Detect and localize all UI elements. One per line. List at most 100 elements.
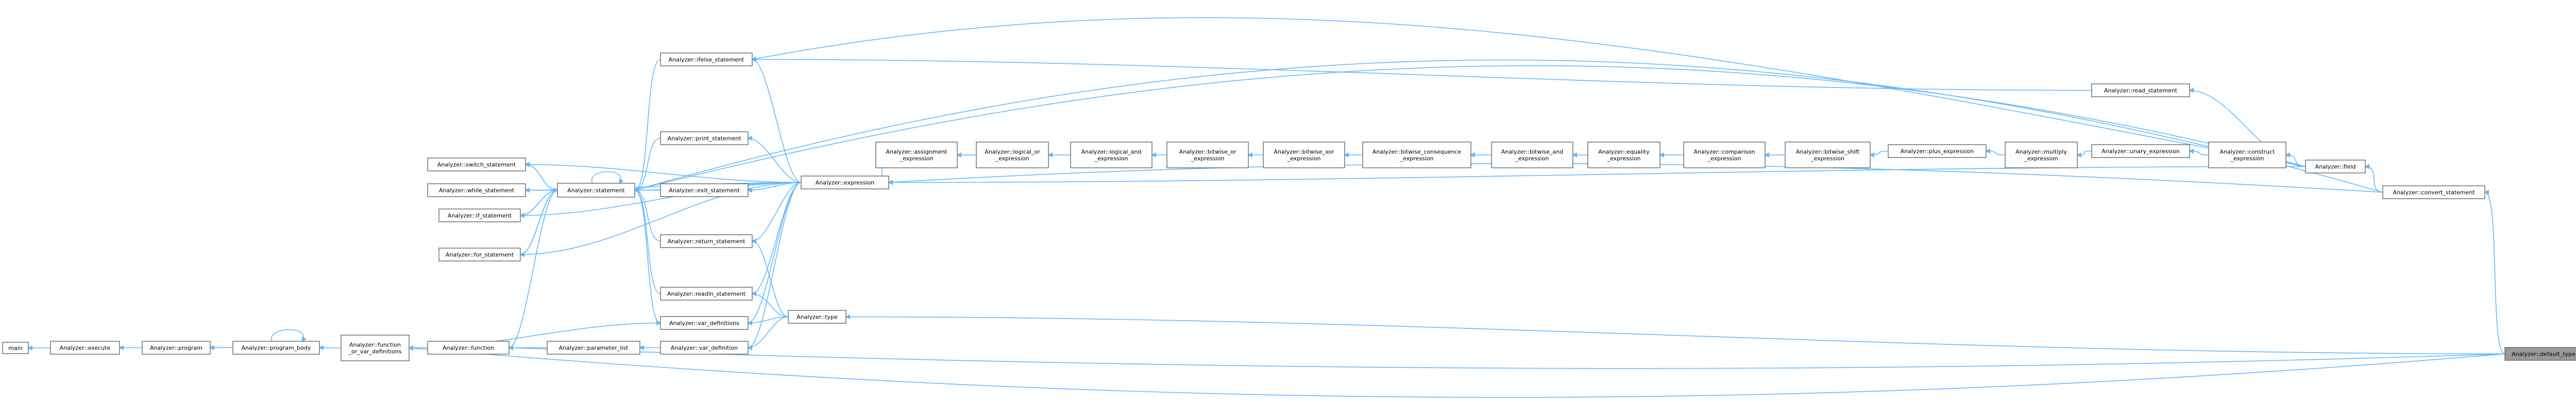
edge-readln_statement-to-statement <box>635 190 661 294</box>
node-function[interactable]: Analyzer::function <box>427 341 510 355</box>
node-label: Analyzer::convert_statement <box>2393 189 2475 196</box>
node-label: Analyzer::parameter_list <box>559 345 629 352</box>
edge-statement-to-for_statement <box>520 189 558 255</box>
node-bitwise-xor-expression[interactable]: Analyzer::bitwise_xor_expression <box>1263 142 1345 168</box>
edge-default_type-to-function_or_var_definitions <box>409 348 2505 398</box>
node-parameter-list[interactable]: Analyzer::parameter_list <box>547 341 640 355</box>
edge-statement-to-var_definitions <box>634 189 660 323</box>
node-function-or-var-definitions[interactable]: Analyzer::function_or_var_definitions <box>341 335 410 361</box>
node-label: Analyzer::bitwise_consequence <box>1372 149 1461 155</box>
node-for-statement[interactable]: Analyzer::for_statement <box>438 248 521 261</box>
node-expression[interactable]: Analyzer::expression <box>801 176 889 189</box>
edge-print_statement-to-statement <box>635 137 661 190</box>
node-label: Analyzer::bitwise_shift <box>1796 149 1860 155</box>
edge-read_statement-to-ifelse_statement <box>752 60 2092 91</box>
edge-type-to-return_statement <box>752 241 789 318</box>
node-label: Analyzer::for_statement <box>446 252 514 258</box>
node-label: Analyzer::logical_and <box>1081 149 1142 155</box>
node-box <box>547 341 640 355</box>
node-field[interactable]: Analyzer::field <box>2305 160 2366 173</box>
node-equality-expression[interactable]: Analyzer::equality_expression <box>1587 142 1660 168</box>
node-box <box>660 341 749 355</box>
node-label: _expression <box>1400 155 1434 162</box>
node-ifelse-statement[interactable]: Analyzer::ifelse_statement <box>660 53 753 66</box>
node-box <box>427 183 526 197</box>
node-type[interactable]: Analyzer::type <box>788 310 846 324</box>
node-label: _expression <box>1191 155 1225 162</box>
node-return-statement[interactable]: Analyzer::return_statement <box>660 234 753 248</box>
node-logical-and-expression[interactable]: Analyzer::logical_and_expression <box>1070 142 1153 168</box>
node-box <box>2382 185 2485 199</box>
node-statement[interactable]: Analyzer::statement <box>557 183 635 198</box>
node-label: Analyzer::while_statement <box>439 187 515 194</box>
node-logical-or-expression[interactable]: Analyzer::logical_or_expression <box>976 142 1049 168</box>
node-bitwise-consequence-expression[interactable]: Analyzer::bitwise_consequence_expression <box>1362 142 1471 168</box>
node-label: _expression <box>1094 155 1128 162</box>
node-default-type[interactable]: Analyzer::default_type <box>2504 347 2576 361</box>
node-multiply-expression[interactable]: Analyzer::multiply_expression <box>2005 142 2078 168</box>
node-label: Analyzer::exit_statement <box>669 187 740 194</box>
node-if-statement[interactable]: Analyzer::if_statement <box>438 208 521 222</box>
node-box <box>1070 142 1153 168</box>
node-label: Analyzer::read_statement <box>2104 88 2178 94</box>
node-plus-expression[interactable]: Analyzer::plus_expression <box>1888 144 1987 158</box>
node-box <box>1263 142 1345 168</box>
node-while-statement[interactable]: Analyzer::while_statement <box>427 183 526 197</box>
node-unary-expression[interactable]: Analyzer::unary_expression <box>2091 144 2190 158</box>
node-box <box>660 234 753 248</box>
node-box <box>438 208 521 222</box>
node-label: Analyzer::program_body <box>242 345 311 352</box>
node-label: Analyzer::bitwise_or <box>1179 149 1236 155</box>
edge-default_type-to-type <box>846 317 2505 355</box>
edge-expression-to-var_definitions <box>748 182 802 323</box>
node-box <box>2 342 29 354</box>
node-bitwise-or-expression[interactable]: Analyzer::bitwise_or_expression <box>1166 142 1249 168</box>
node-label: Analyzer::if_statement <box>448 213 512 219</box>
edge-statement-to-function <box>509 189 558 348</box>
node-box <box>1491 142 1573 168</box>
node-box <box>2305 160 2366 173</box>
node-label: Analyzer::print_statement <box>667 135 741 142</box>
node-box <box>1888 144 1987 158</box>
edge-type-to-var_definitions <box>748 316 789 323</box>
node-var-definitions[interactable]: Analyzer::var_definitions <box>660 316 749 330</box>
node-label: Analyzer::field <box>2315 164 2356 170</box>
node-comparison-expression[interactable]: Analyzer::comparison_expression <box>1683 142 1766 168</box>
edge-ifelse_statement-to-statement <box>635 59 661 190</box>
node-label: Analyzer::logical_or <box>985 149 1040 155</box>
node-label: Analyzer::expression <box>816 180 874 186</box>
node-read-statement[interactable]: Analyzer::read_statement <box>2091 83 2190 97</box>
edge-default_type-to-convert_statement <box>2485 193 2505 355</box>
node-readln-statement[interactable]: Analyzer::readln_statement <box>660 287 753 301</box>
node-box <box>341 335 410 361</box>
node-box <box>1587 142 1660 168</box>
node-label: Analyzer::default_type <box>2512 351 2575 358</box>
edge-expression-to-return_statement <box>752 182 802 241</box>
node-program-body[interactable]: Analyzer::program_body <box>232 341 320 355</box>
node-box <box>660 316 749 330</box>
node-label: Analyzer::statement <box>567 187 625 194</box>
node-program[interactable]: Analyzer::program <box>142 341 211 355</box>
node-construct-expression[interactable]: Analyzer::construct_expression <box>2208 142 2286 168</box>
node-convert-statement[interactable]: Analyzer::convert_statement <box>2382 185 2485 199</box>
node-bitwise-shift-expression[interactable]: Analyzer::bitwise_shift_expression <box>1785 142 1871 168</box>
node-var-definition[interactable]: Analyzer::var_definition <box>660 341 749 355</box>
node-bitwise-and-expression[interactable]: Analyzer::bitwise_and_expression <box>1491 142 1573 168</box>
node-switch-statement[interactable]: Analyzer::switch_statement <box>427 158 526 171</box>
node-exit-statement[interactable]: Analyzer::exit_statement <box>660 183 749 197</box>
edge-default_type-to-function <box>509 348 2505 369</box>
node-print-statement[interactable]: Analyzer::print_statement <box>660 131 749 145</box>
node-box <box>660 287 753 301</box>
node-box <box>660 131 749 145</box>
node-label: Analyzer::bitwise_xor <box>1274 149 1334 155</box>
node-label: Analyzer::readln_statement <box>667 291 746 298</box>
node-box <box>50 341 120 355</box>
node-assignment-expression[interactable]: Analyzer::assignment_expression <box>875 142 958 168</box>
node-box <box>875 142 958 168</box>
node-main[interactable]: main <box>2 342 29 354</box>
node-execute[interactable]: Analyzer::execute <box>50 341 120 355</box>
edge-expression-to-print_statement <box>748 138 802 183</box>
node-box <box>427 158 526 171</box>
